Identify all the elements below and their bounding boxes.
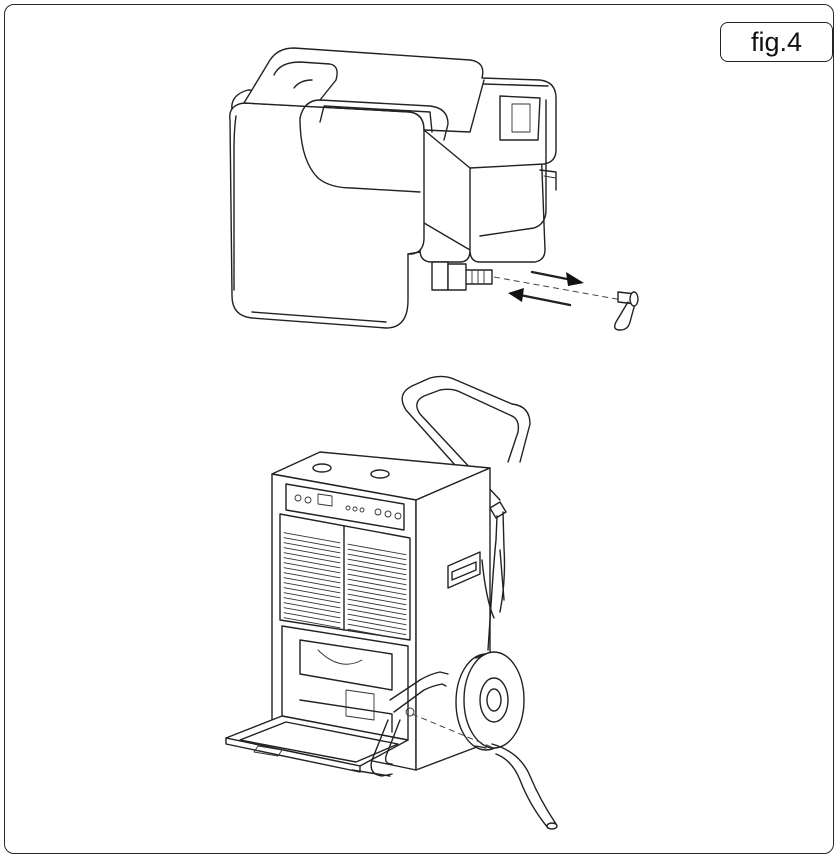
grille-slat (283, 587, 341, 599)
dehumidifier-unit-icon (271, 375, 531, 771)
grille-slat (347, 603, 407, 616)
grille-slat (283, 542, 341, 554)
grille-slat (347, 623, 407, 636)
drain-plug-icon (493, 276, 639, 331)
grille-slat (347, 628, 407, 641)
grille-slat (347, 553, 407, 566)
grille-slat (283, 547, 341, 559)
insert-arrow-icon (530, 270, 584, 286)
grille-slat (283, 577, 341, 589)
grille-slat (283, 557, 341, 569)
grille-slat (347, 593, 407, 606)
grille-slat (283, 602, 341, 614)
grille-slat (347, 608, 407, 621)
grille-slat (347, 613, 407, 626)
grille-slat (283, 592, 341, 604)
figure-label: fig.4 (720, 22, 833, 62)
trolley-frame-icon (351, 671, 449, 777)
grille-slat (347, 588, 407, 601)
remove-arrow-icon (508, 288, 572, 307)
power-cord-icon (481, 501, 507, 651)
grille-slat (283, 582, 341, 594)
grille-slat (283, 537, 341, 549)
side-handle-icon (447, 551, 481, 589)
grille-slat (283, 607, 341, 619)
water-tank-door-icon (225, 625, 409, 773)
grille-slat (347, 598, 407, 611)
grille-slat (283, 532, 341, 544)
grille-slat (347, 583, 407, 596)
grille-slat (347, 543, 407, 556)
grille-slat (347, 573, 407, 586)
grille-slat (283, 572, 341, 584)
grille-slat (283, 617, 341, 629)
grille-slat (347, 578, 407, 591)
drain-hose-icon (411, 713, 558, 830)
grille-slat (347, 558, 407, 571)
grille-slat (347, 548, 407, 561)
air-grille-icon (283, 532, 407, 641)
grille-slat (283, 562, 341, 574)
grille-slat (347, 568, 407, 581)
grille-slat (283, 597, 341, 609)
grille-slat (283, 552, 341, 564)
grille-slat (347, 563, 407, 576)
wheel-icon (455, 651, 525, 751)
water-tank-icon (229, 47, 557, 329)
grille-slat (347, 618, 407, 631)
grille-slat (283, 612, 341, 624)
grille-slat (283, 567, 341, 579)
